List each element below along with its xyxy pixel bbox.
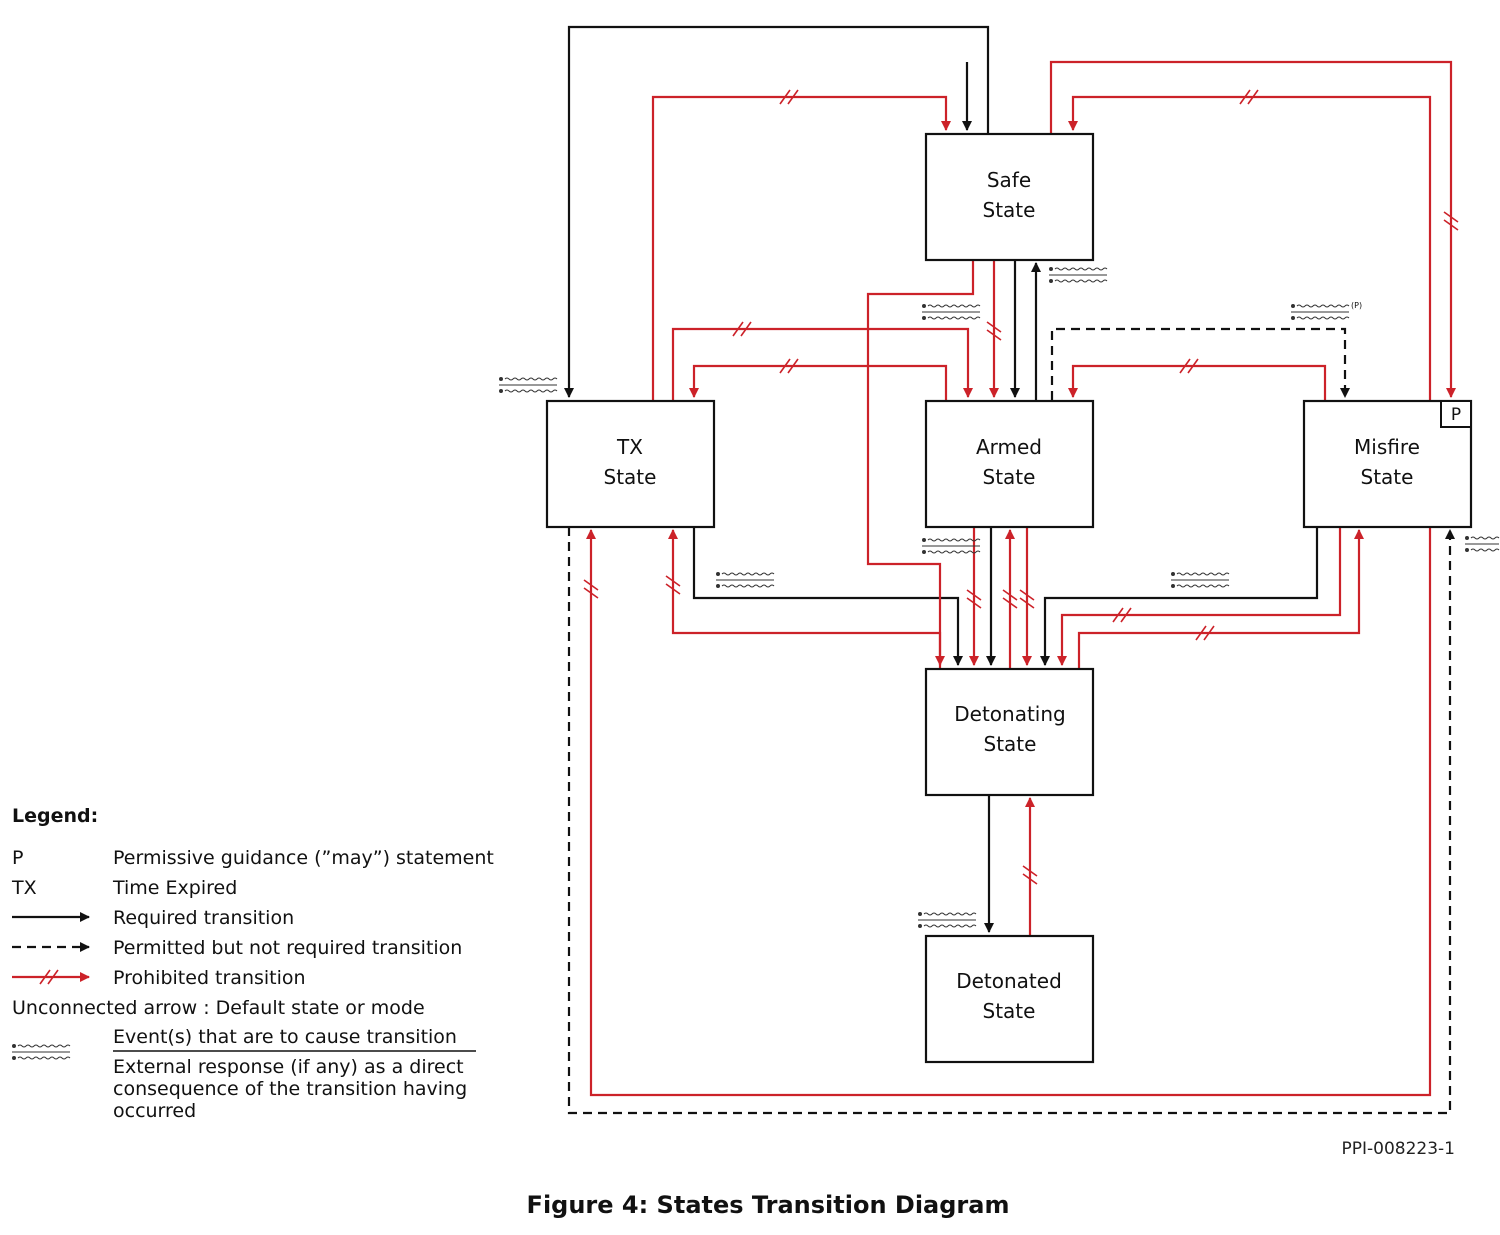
prohibited-transition-misfire-to-safe [1068, 95, 1432, 400]
prohibited-transitions [586, 60, 1456, 1097]
state-safe: Safe State [924, 132, 1095, 262]
event-glyph-safe-tx [499, 377, 558, 393]
prohibited-transition-misfire-to-safe-outer [1049, 60, 1456, 398]
legend-permitted: Permitted but not required transition [113, 937, 462, 959]
state-detonating: Detonating State [924, 667, 1095, 797]
legend-unconnected: Unconnected arrow : Default state or mod… [12, 997, 425, 1019]
legend-tx-desc: Time Expired [112, 877, 237, 899]
prohibited-transition-tx-to-armed [671, 327, 973, 400]
event-glyph-tx-misfire [1465, 536, 1500, 552]
legend-tx-key: TX [11, 877, 37, 899]
state-misfire: P Misfire State [1302, 399, 1473, 529]
prohibited-transition-armed-to-tx [689, 364, 948, 400]
state-armed-line2: State [983, 465, 1036, 489]
state-tx: TX State [545, 399, 716, 529]
prohibited-transition-safe-to-detonating [866, 261, 975, 666]
state-tx-line1: TX [616, 435, 643, 459]
permissive-badge [1440, 400, 1472, 428]
state-misfire-line2: State [1361, 465, 1414, 489]
legend-event-glyph [12, 1044, 71, 1060]
permitted-transition-armed-to-misfire [1050, 327, 1350, 400]
prohibited-transition-detonating-to-misfire [1077, 529, 1364, 668]
state-misfire-line1: Misfire [1354, 435, 1420, 459]
event-glyph-armed-misfire [1291, 304, 1350, 320]
legend-prohibited: Prohibited transition [113, 967, 306, 989]
required-transition-safe-to-tx [564, 25, 990, 398]
figure-caption: Figure 4: States Transition Diagram [527, 1191, 1010, 1219]
permissive-badge-label: P [1451, 405, 1461, 425]
event-response-glyphs [499, 267, 1500, 928]
legend-p-desc: Permissive guidance (”may”) statement [113, 847, 494, 869]
state-safe-line2: State [983, 198, 1036, 222]
state-tx-line2: State [604, 465, 657, 489]
legend-p-key: P [12, 847, 23, 869]
prohibited-transition-misfire-to-armed [1068, 364, 1327, 400]
permitted-transitions [567, 327, 1455, 1115]
event-glyph-misfire-detonating [1171, 572, 1230, 588]
legend-response-line1: External response (if any) as a direct [113, 1056, 464, 1078]
figure-code: PPI-008223-1 [1342, 1139, 1456, 1159]
state-detonating-line2: State [984, 732, 1037, 756]
state-armed: Armed State [924, 399, 1095, 529]
permitted-transition-tx-to-misfire [567, 527, 1455, 1115]
state-safe-line1: Safe [987, 168, 1031, 192]
required-transition-misfire-to-detonating [1040, 527, 1319, 666]
event-glyph-safe-armed [922, 304, 981, 320]
prohibition-marks [583, 89, 1459, 885]
prohibited-transition-tx-to-safe [651, 95, 951, 400]
event-glyph-armed-detonating [922, 538, 981, 554]
legend-response-line3: occurred [113, 1100, 196, 1122]
state-armed-line1: Armed [976, 435, 1042, 459]
required-transitions [564, 25, 1319, 933]
event-glyph-tx-detonating [716, 572, 775, 588]
legend-event-line: Event(s) that are to cause transition [113, 1026, 457, 1048]
state-detonated-line1: Detonated [956, 969, 1062, 993]
legend-response-line2: consequence of the transition having [113, 1078, 467, 1100]
state-detonated-line2: State [983, 999, 1036, 1023]
prohibited-transition-misfire-to-detonating [1057, 527, 1342, 666]
prohibited-transition-misfire-to-tx [586, 527, 1432, 1097]
event-glyph-armed-safe [1049, 267, 1108, 283]
legend-prohibited-mark [39, 969, 59, 985]
state-detonating-line1: Detonating [954, 702, 1065, 726]
legend: Legend: P Permissive guidance (”may”) st… [11, 805, 494, 1122]
required-transition-tx-to-detonating [692, 527, 963, 666]
legend-title: Legend: [12, 805, 98, 827]
misfire-event-suffix: (P) [1351, 301, 1362, 310]
legend-required: Required transition [113, 907, 294, 929]
state-detonated: Detonated State [924, 934, 1095, 1064]
event-glyph-detonating-detonated [918, 912, 977, 928]
